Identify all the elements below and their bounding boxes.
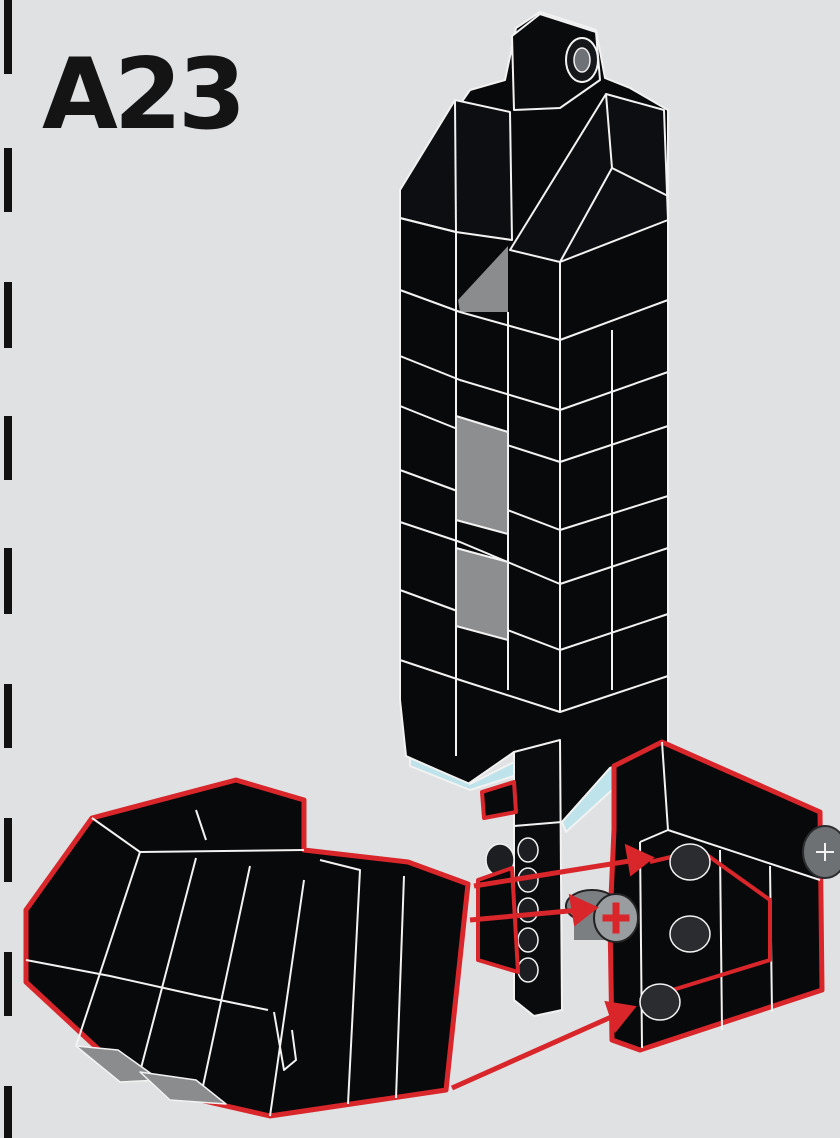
foot-block-left (26, 780, 468, 1116)
bracket-pieces (478, 782, 518, 972)
connector-block-right (610, 742, 840, 1050)
